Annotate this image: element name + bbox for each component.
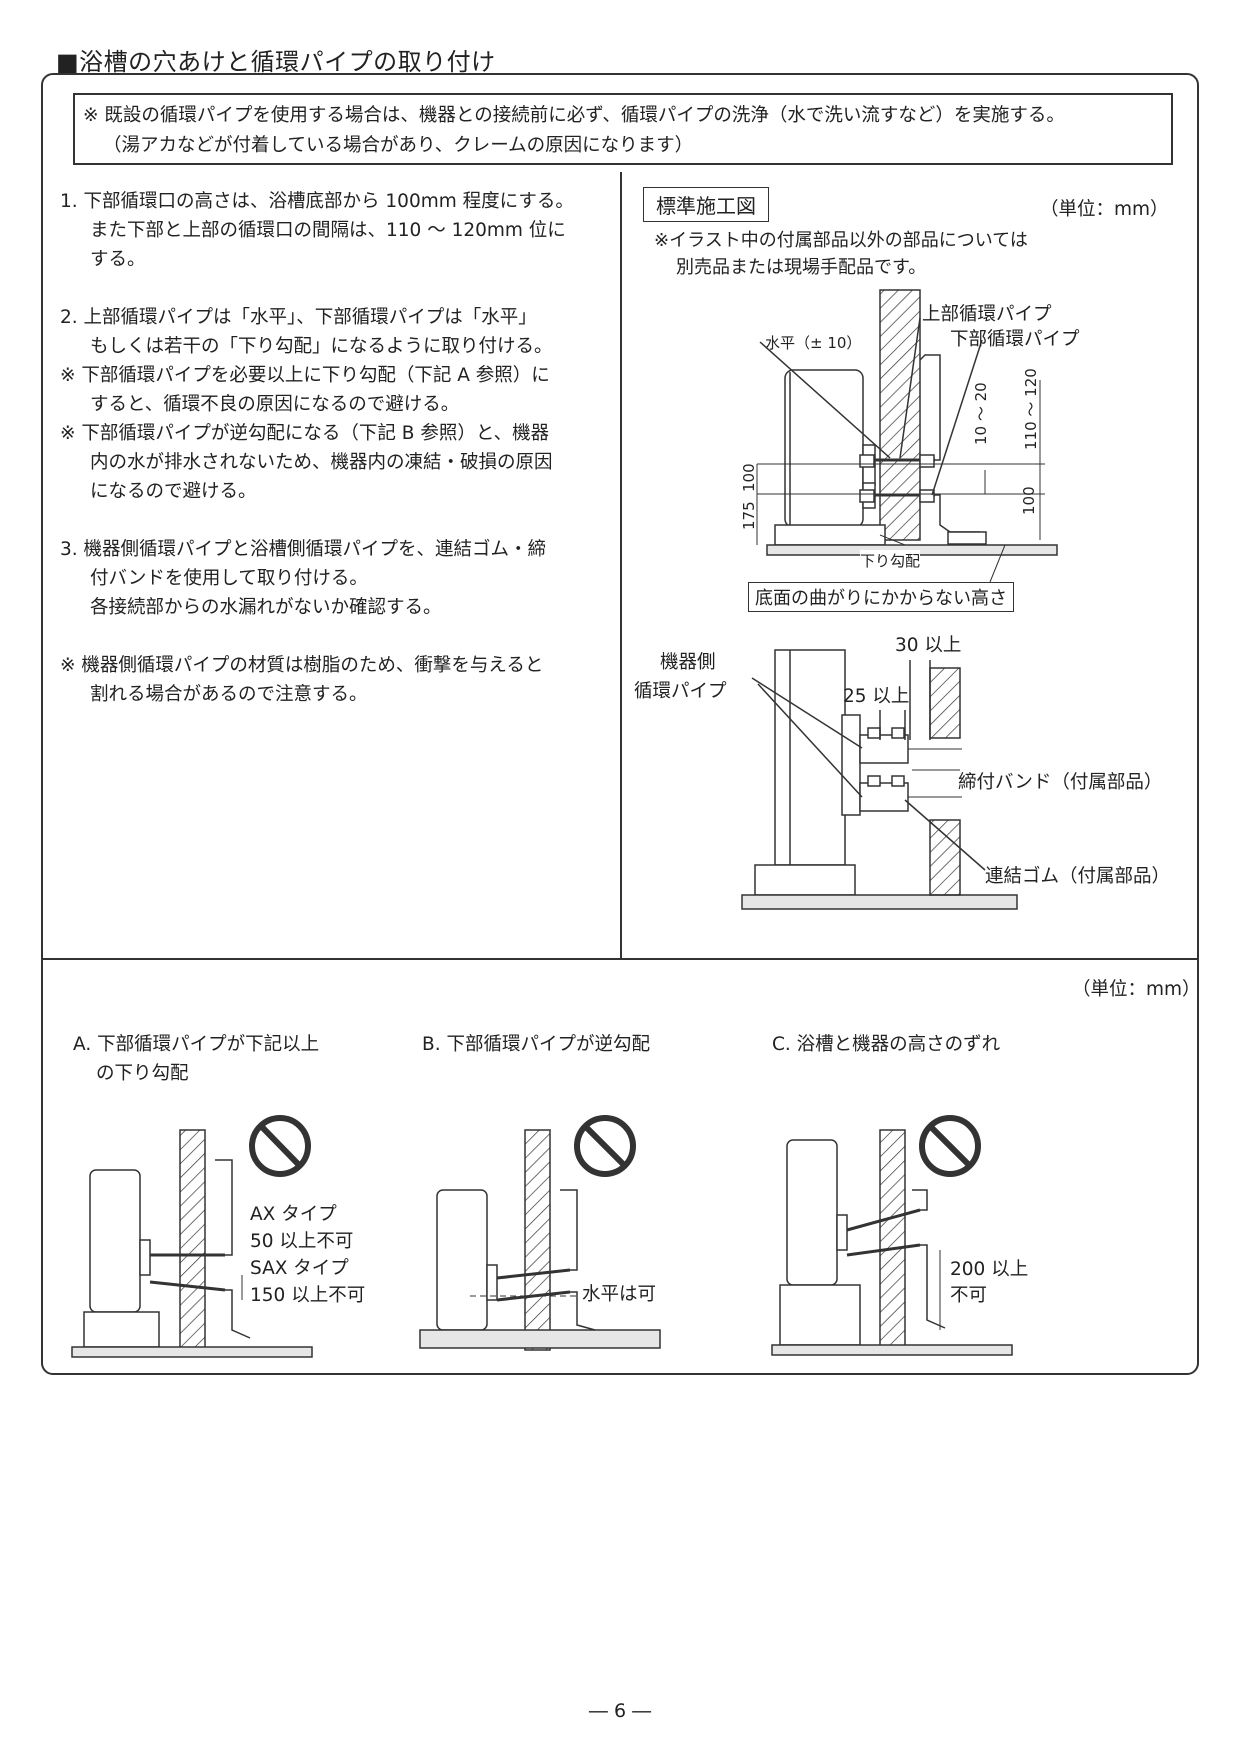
case-a-sax-value: 150 以上不可 — [250, 1285, 366, 1306]
label-dim-25: 25 以上 — [843, 686, 910, 707]
material-note-line-2: 割れる場合があるので注意する。 — [90, 684, 368, 705]
case-b-drawing — [419, 1115, 661, 1351]
content-frame — [41, 73, 1199, 1375]
case-b-title: B. 下部循環パイプが逆勾配 — [422, 1034, 650, 1055]
standard-note-line-2: 別売品または現場手配品です。 — [676, 257, 927, 278]
label-upper-pipe: 上部循環パイプ — [922, 304, 1052, 325]
step-2-note-1-line-2: すると、循環不良の原因になるので避ける。 — [90, 394, 460, 415]
case-a-sax-type: SAX タイプ — [250, 1258, 349, 1279]
label-dim-100-left: 100 — [740, 463, 758, 492]
case-c-title: C. 浴槽と機器の高さのずれ — [772, 1034, 1001, 1055]
step-2-note-1-line-1: ※ 下部循環パイプを必要以上に下り勾配（下記 A 参照）に — [60, 365, 550, 386]
case-a-drawing — [71, 1115, 313, 1358]
standard-unit: （単位：mm） — [1040, 199, 1169, 220]
case-c-drawing — [771, 1115, 1013, 1356]
label-dim-100-right: 100 — [1020, 486, 1038, 515]
case-a-title-line-2: の下り勾配 — [96, 1063, 189, 1084]
step-3-line-1: 3. 機器側循環パイプと浴槽側循環パイプを、連結ゴム・締 — [60, 539, 547, 560]
page-title: ■浴槽の穴あけと循環パイプの取り付け — [56, 48, 496, 76]
column-divider — [620, 172, 622, 959]
step-3-line-2: 付バンドを使用して取り付ける。 — [90, 568, 368, 589]
label-device-pipe-1: 機器側 — [660, 652, 716, 673]
page-number: ― 6 ― — [588, 1700, 652, 1722]
label-slope: 下り勾配 — [860, 550, 921, 571]
label-dim-30: 30 以上 — [895, 635, 962, 656]
notice-line-2: （湯アカなどが付着している場合があり、クレームの原因になります） — [103, 135, 694, 156]
label-dim-110-120: 110 ～ 120 — [1022, 368, 1040, 450]
case-a-title-line-1: A. 下部循環パイプが下記以上 — [73, 1034, 320, 1055]
step-1-line-2: また下部と上部の循環口の間隔は、110 ～ 120mm 位に — [90, 220, 566, 241]
section-divider — [42, 958, 1197, 960]
label-lower-pipe: 下部循環パイプ — [950, 329, 1080, 350]
label-device-pipe-2: 循環パイプ — [634, 681, 727, 702]
label-bottom-note: 底面の曲がりにかからない高さ — [748, 582, 1014, 612]
label-rubber: 連結ゴム（付属部品） — [985, 866, 1171, 887]
case-b-note: 水平は可 — [582, 1284, 657, 1305]
step-3-line-3: 各接続部からの水漏れがないか確認する。 — [90, 597, 442, 618]
step-1-line-3: する。 — [90, 249, 146, 270]
case-a-ax-value: 50 以上不可 — [250, 1231, 354, 1252]
step-2-note-2-line-1: ※ 下部循環パイプが逆勾配になる（下記 B 参照）と、機器 — [60, 423, 550, 444]
label-dim-10-20: 10 ～ 20 — [972, 382, 990, 445]
step-2-line-1: 2. 上部循環パイプは「水平」、下部循環パイプは「水平」 — [60, 307, 537, 328]
step-1-line-1: 1. 下部循環口の高さは、浴槽底部から 100mm 程度にする。 — [60, 191, 574, 212]
label-dim-175: 175 — [740, 501, 758, 530]
step-2-line-2: もしくは若干の「下り勾配」になるように取り付ける。 — [90, 336, 553, 357]
notice-box: ※ 既設の循環パイプを使用する場合は、機器との接続前に必ず、循環パイプの洗浄（水… — [73, 93, 1173, 165]
lower-unit: （単位：mm） — [1072, 979, 1201, 1000]
case-a-ax-type: AX タイプ — [250, 1204, 337, 1225]
step-2-note-2-line-2: 内の水が排水されないため、機器内の凍結・破損の原因 — [90, 452, 553, 473]
step-2-note-2-line-3: になるので避ける。 — [90, 481, 257, 502]
standard-note-line-1: ※イラスト中の付属部品以外の部品については — [654, 230, 1028, 251]
label-band: 締付バンド（付属部品） — [958, 772, 1163, 793]
case-c-value-line-2: 不可 — [950, 1285, 988, 1306]
standard-diagram-label: 標準施工図 — [643, 187, 769, 222]
label-horizontal: 水平（± 10） — [765, 334, 862, 352]
notice-line-1: ※ 既設の循環パイプを使用する場合は、機器との接続前に必ず、循環パイプの洗浄（水… — [83, 105, 1065, 126]
standard-install-drawing — [741, 289, 1058, 910]
material-note-line-1: ※ 機器側循環パイプの材質は樹脂のため、衝撃を与えると — [60, 655, 544, 676]
case-c-value-line-1: 200 以上 — [950, 1259, 1029, 1280]
